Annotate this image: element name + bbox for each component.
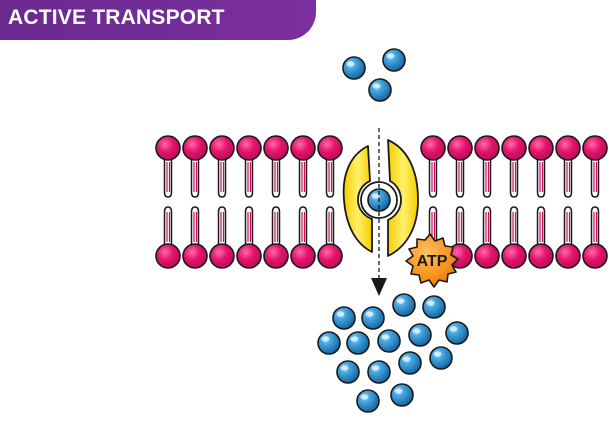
molecules-inside <box>317 293 469 413</box>
molecules-outside <box>342 48 406 102</box>
lipid-bilayer-left <box>155 135 343 269</box>
transport-direction-arrow <box>371 128 387 296</box>
atp-badge: ATP <box>405 233 459 288</box>
atp-label: ATP <box>417 253 448 270</box>
diagram-title: ACTIVE TRANSPORT <box>8 6 225 29</box>
title-banner: ACTIVE TRANSPORT <box>0 0 316 40</box>
